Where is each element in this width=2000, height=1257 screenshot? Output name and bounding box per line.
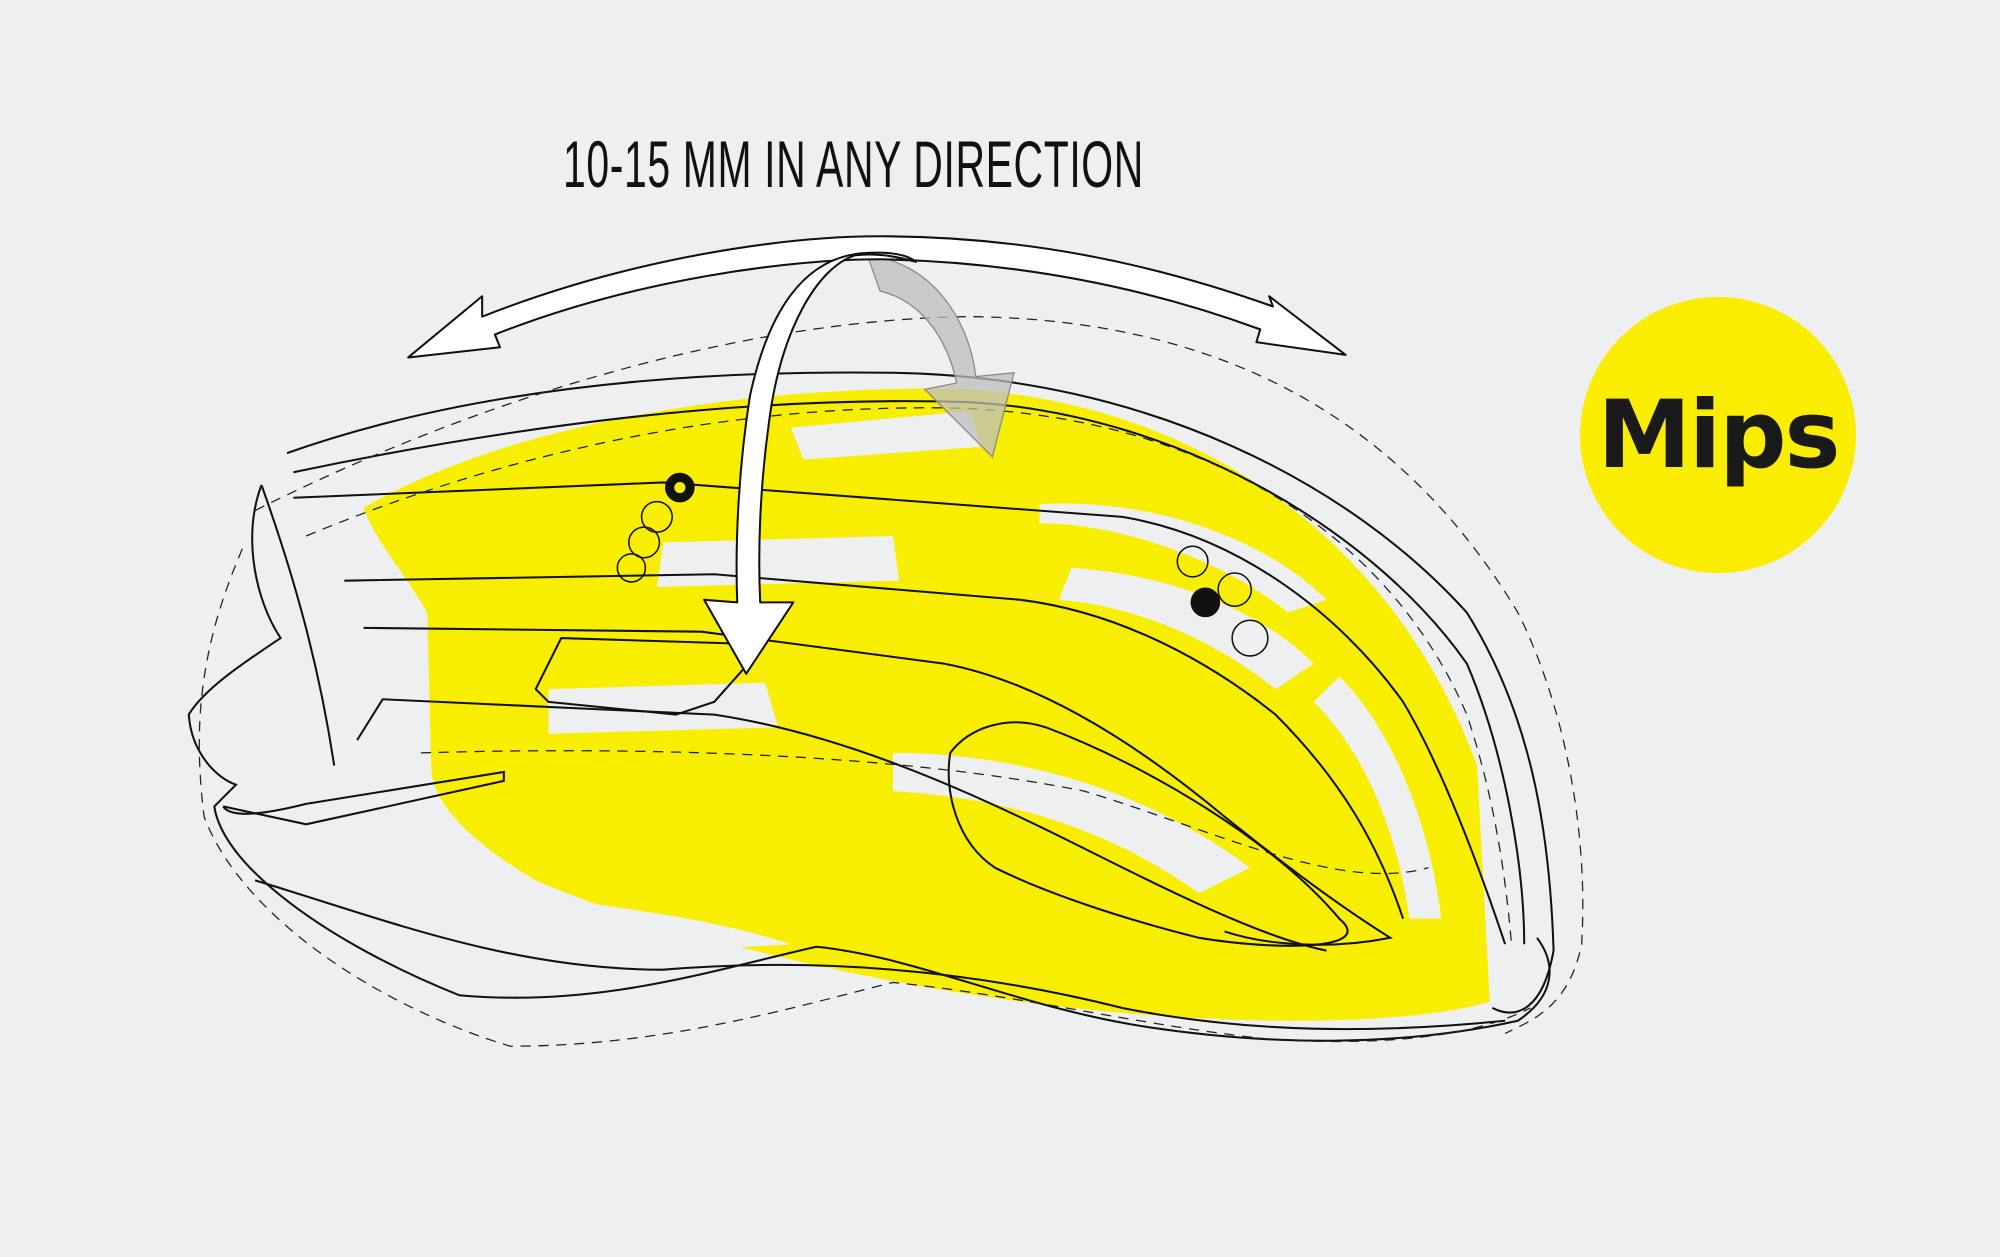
helmet-shell-outline: [187, 371, 1555, 1042]
mips-anchor-left: [616, 472, 695, 583]
downward-curved-arrow: [703, 251, 917, 675]
inner-liner-dashed-outline: [198, 315, 1584, 1047]
movement-caption: 10-15 MM IN ANY DIRECTION: [563, 127, 1144, 201]
mips-liner: [363, 388, 1490, 1021]
mips-logo-text: Mips: [1597, 380, 1841, 490]
mips-logo-badge: Mips: [1580, 297, 1856, 573]
double-headed-arrow: [407, 235, 1347, 359]
gray-rotation-arrow: [866, 254, 1015, 459]
mips-anchor-right: [1176, 545, 1269, 657]
